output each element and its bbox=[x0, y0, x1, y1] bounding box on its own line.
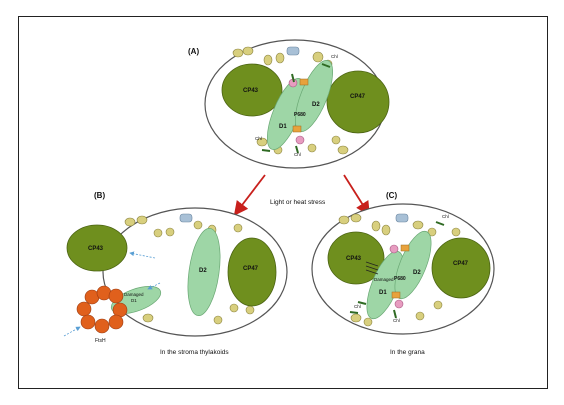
qa-c bbox=[389, 244, 399, 254]
p680-c-label: P680 bbox=[394, 276, 406, 282]
p680-a-label: P680 bbox=[294, 112, 306, 118]
qb-a bbox=[295, 135, 305, 145]
d1-c-label: D1 bbox=[379, 290, 387, 296]
migration-arrows-b bbox=[63, 251, 161, 337]
damaged-d1-c-label: Damaged bbox=[374, 277, 394, 282]
cp43-c-label: CP43 bbox=[346, 256, 362, 262]
d2-c bbox=[394, 230, 432, 300]
cp47-a bbox=[326, 70, 390, 134]
cp47-b-label: CP47 bbox=[243, 266, 259, 272]
stress-arrow-left bbox=[233, 174, 266, 216]
damage-marks-c bbox=[365, 261, 379, 275]
chlorophylls-a bbox=[261, 63, 331, 154]
figure-frame bbox=[18, 16, 548, 389]
oec-subunit-b bbox=[179, 213, 193, 223]
cp43-b-released bbox=[66, 224, 128, 272]
cp43-b-label: CP43 bbox=[88, 246, 104, 252]
cofactor-c1 bbox=[400, 244, 410, 252]
cofactor-a2 bbox=[292, 125, 302, 133]
caption-c: In the grana bbox=[390, 349, 425, 356]
cp43-a bbox=[221, 63, 283, 117]
cp43-a-label: CP43 bbox=[243, 88, 259, 94]
cp47-c-label: CP47 bbox=[453, 261, 469, 267]
chl-a-label: Chl bbox=[331, 54, 338, 59]
d2-b-label: D2 bbox=[199, 268, 207, 274]
panel-c-label: (C) bbox=[386, 191, 397, 200]
d2-c-label: D2 bbox=[413, 270, 421, 276]
minor-subunits-c bbox=[338, 213, 461, 327]
chl-a-label-3: Chl bbox=[294, 152, 301, 157]
chl-a-label-2: Chl bbox=[255, 136, 262, 141]
chl-c-label-2: Chl bbox=[354, 304, 361, 309]
oec-subunit-a bbox=[286, 46, 300, 56]
caption-b: In the stroma thylakoids bbox=[160, 349, 229, 356]
chl-c-label: Chl bbox=[442, 214, 449, 219]
cp47-a-label: CP47 bbox=[350, 94, 366, 100]
cofactor-c2 bbox=[391, 291, 401, 299]
ftsh-label: FtsH bbox=[95, 338, 106, 344]
panel-c: (C) CP43 CP47 D1 Damaged D2 P680 bbox=[311, 191, 495, 356]
panel-b: (B) CP43 D2 CP47 Damaged D1 FtsH bbox=[63, 191, 288, 356]
cofactor-a1 bbox=[299, 78, 309, 86]
d1-a-label: D1 bbox=[279, 124, 287, 130]
panel-a-label: (A) bbox=[188, 47, 199, 56]
minor-subunits-a bbox=[232, 46, 349, 155]
panel-b-label: (B) bbox=[94, 191, 105, 200]
chlorophylls-c bbox=[349, 221, 445, 319]
stress-label: Light or heat stress bbox=[270, 199, 326, 206]
d2-b bbox=[187, 228, 221, 316]
panel-a: (A) CP43 CP47 D1 D2 P680 Chl Chl Chl bbox=[188, 39, 390, 169]
stress-arrow-right bbox=[343, 174, 370, 217]
oec-subunit-c bbox=[395, 213, 409, 223]
qb-c bbox=[394, 299, 404, 309]
damaged-d1-b-line2: D1 bbox=[131, 298, 137, 303]
cp47-b bbox=[227, 237, 277, 307]
cp47-c bbox=[431, 237, 491, 299]
damaged-d1-b-line1: Damaged bbox=[124, 292, 144, 297]
d2-a-label: D2 bbox=[312, 102, 320, 108]
ftsh-complex bbox=[76, 285, 128, 334]
chl-c-label-3: Chl bbox=[393, 318, 400, 323]
